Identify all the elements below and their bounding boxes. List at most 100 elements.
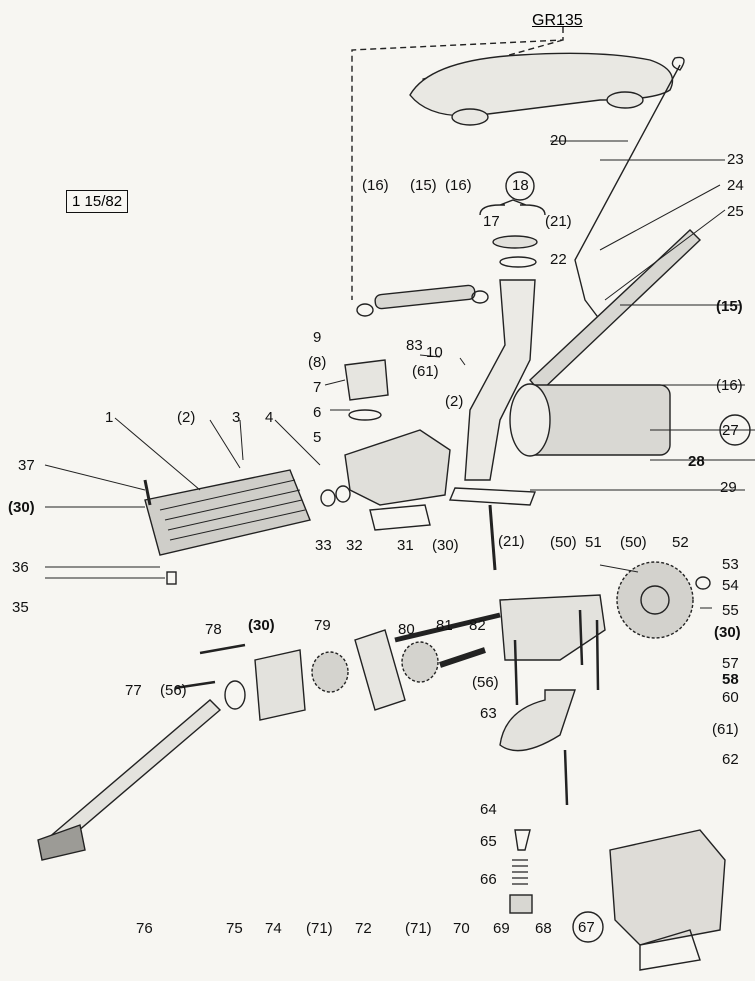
callout-72: 72 bbox=[355, 920, 372, 937]
callout-56-left: (56) bbox=[160, 682, 187, 699]
reference-code-box: 1 15/82 bbox=[66, 190, 129, 213]
callout-62: 62 bbox=[722, 751, 739, 768]
cover-foot bbox=[606, 91, 644, 109]
hose-clamp bbox=[356, 303, 374, 317]
shaft-70-part bbox=[439, 647, 486, 668]
cover-foot bbox=[451, 108, 489, 126]
callout-53: 53 bbox=[722, 556, 739, 573]
callout-58: 58 bbox=[722, 671, 739, 688]
callout-9: 9 bbox=[313, 329, 322, 346]
callout-17: 17 bbox=[483, 213, 500, 230]
callout-2-left: (2) bbox=[177, 409, 196, 426]
callout-30-mid: (30) bbox=[432, 537, 459, 554]
dipstick-handle bbox=[671, 56, 685, 71]
oil-cooler-part bbox=[144, 469, 311, 556]
valve-part bbox=[514, 829, 531, 851]
callout-28: 28 bbox=[688, 453, 705, 470]
filler-cap-part bbox=[492, 235, 538, 249]
dipstick-part bbox=[574, 64, 681, 321]
filler-seal-part bbox=[499, 256, 537, 268]
callout-6: 6 bbox=[313, 404, 322, 421]
callout-16-mid: (16) bbox=[445, 177, 472, 194]
callout-25: 25 bbox=[727, 203, 744, 220]
callout-circle-18 bbox=[505, 171, 535, 201]
washer-54-part bbox=[695, 576, 711, 590]
callout-71-left: (71) bbox=[306, 920, 333, 937]
pump-cover-part bbox=[254, 649, 306, 721]
gear-71-part bbox=[311, 651, 349, 693]
callout-circle-27 bbox=[719, 414, 751, 446]
washer-33-part bbox=[320, 489, 336, 507]
callout-35: 35 bbox=[12, 599, 29, 616]
callout-74: 74 bbox=[265, 920, 282, 937]
callout-52: 52 bbox=[672, 534, 689, 551]
callout-21-top: (21) bbox=[545, 213, 572, 230]
callout-7: 7 bbox=[313, 379, 322, 396]
callout-22: 22 bbox=[550, 251, 567, 268]
callout-31: 31 bbox=[397, 537, 414, 554]
gear-hub bbox=[640, 585, 670, 615]
plate-part bbox=[354, 629, 406, 711]
callout-71-right: (71) bbox=[405, 920, 432, 937]
callout-79: 79 bbox=[314, 617, 331, 634]
callout-55: 55 bbox=[722, 602, 739, 619]
pipe-part bbox=[488, 504, 497, 571]
callout-81: 81 bbox=[436, 617, 453, 634]
callout-5: 5 bbox=[313, 429, 322, 446]
callout-76: 76 bbox=[136, 920, 153, 937]
callout-54: 54 bbox=[722, 577, 739, 594]
bolt-part bbox=[513, 609, 600, 806]
callout-50-left: (50) bbox=[550, 534, 577, 551]
callout-8: (8) bbox=[308, 354, 327, 371]
gasket-75-part bbox=[224, 680, 246, 710]
callout-18: 18 bbox=[512, 177, 529, 194]
callout-27: 27 bbox=[722, 422, 739, 439]
oring-part bbox=[348, 409, 382, 421]
callout-66: 66 bbox=[480, 871, 497, 888]
filter-housing-part bbox=[344, 429, 451, 506]
shaft-part bbox=[394, 612, 501, 643]
callout-21-bottom: (21) bbox=[498, 533, 525, 550]
oil-filter-end bbox=[509, 383, 551, 457]
callout-61-right: (61) bbox=[712, 721, 739, 738]
pin-part bbox=[166, 571, 177, 585]
complete-pump-pickup bbox=[639, 929, 701, 971]
callout-78: 78 bbox=[205, 621, 222, 638]
callout-56-right: (56) bbox=[472, 674, 499, 691]
callout-75: 75 bbox=[226, 920, 243, 937]
filler-tube-part bbox=[464, 279, 536, 481]
plug-part bbox=[509, 894, 533, 914]
callout-64: 64 bbox=[480, 801, 497, 818]
oil-cooler-fins bbox=[159, 479, 306, 541]
callout-51: 51 bbox=[585, 534, 602, 551]
callout-82: 82 bbox=[469, 617, 486, 634]
callout-37: 37 bbox=[18, 457, 35, 474]
callout-2-right: (2) bbox=[445, 393, 464, 410]
gear-part bbox=[616, 561, 694, 639]
callout-23: 23 bbox=[727, 151, 744, 168]
bracket-17-21 bbox=[479, 199, 546, 216]
callout-60: 60 bbox=[722, 689, 739, 706]
callout-68: 68 bbox=[535, 920, 552, 937]
leader-lines bbox=[44, 140, 755, 609]
callout-61-top: (61) bbox=[412, 363, 439, 380]
group-code-label: GR135 bbox=[532, 12, 583, 29]
washer-33-part bbox=[335, 485, 351, 503]
callout-16-left: (16) bbox=[362, 177, 389, 194]
callout-65: 65 bbox=[480, 833, 497, 850]
callout-77: 77 bbox=[125, 682, 142, 699]
callout-70: 70 bbox=[453, 920, 470, 937]
callout-33: 33 bbox=[315, 537, 332, 554]
callout-50-right: (50) bbox=[620, 534, 647, 551]
callout-circle-67 bbox=[572, 911, 604, 943]
callout-30-right: (30) bbox=[714, 624, 741, 641]
callout-69: 69 bbox=[493, 920, 510, 937]
bolt-part bbox=[143, 479, 152, 506]
callout-1: 1 bbox=[105, 409, 114, 426]
complete-pump-part bbox=[609, 829, 726, 946]
callout-67: 67 bbox=[578, 919, 595, 936]
screw-part bbox=[174, 643, 246, 690]
callout-15-top: (15) bbox=[410, 177, 437, 194]
callout-10: 10 bbox=[426, 344, 443, 361]
